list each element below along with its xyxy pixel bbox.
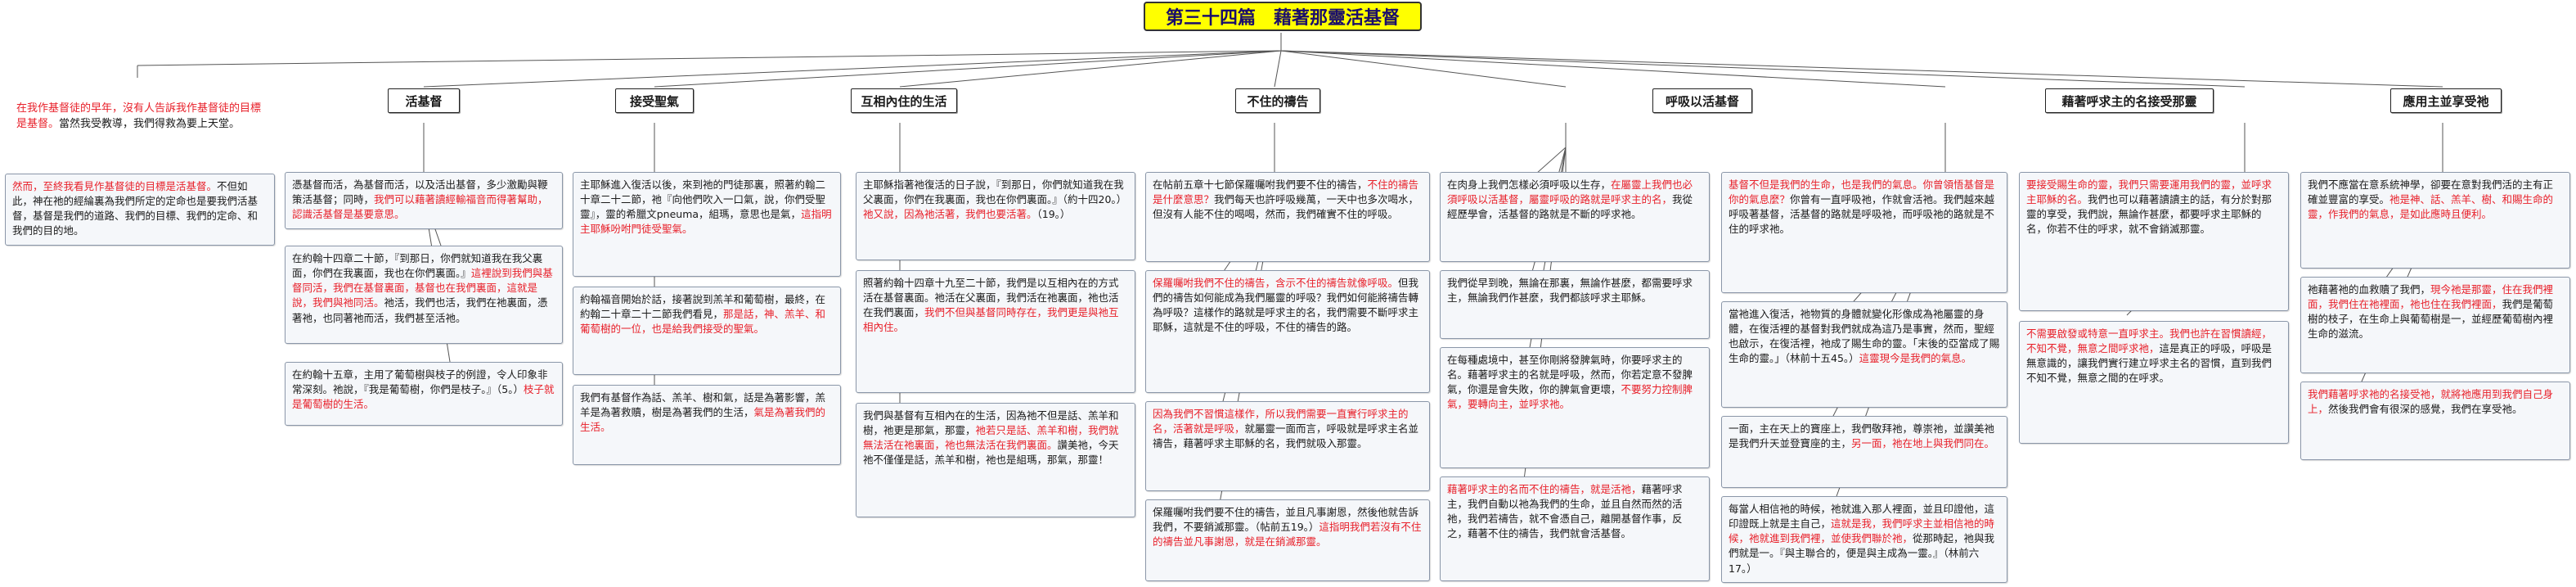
node-text: 我們不應當在意系統神學，卻要在意對我們活的主有正確並豐富的享受。 [2308, 178, 2554, 206]
node-breathe-christ-2[interactable]: 我們從早到晚，無論在那裏，無論作甚麼，都需要呼求主，無論我們作甚麼，我們都該呼求… [1440, 270, 1710, 339]
node-red-text: 這就是我，我們呼求主並相信祂的時候，祂就進到我們裡，並使我們聯於祂， [1729, 517, 1995, 545]
branch-apply-enjoy[interactable]: 應用主並享受祂 [2390, 88, 2502, 113]
node-receive-spirit-3[interactable]: 一面，主在天上的寶座上，我們敬拜祂，尊崇祂，並讚美祂是我們升天並登寶座的主，另一… [1721, 416, 2007, 488]
node-red-text: 不要努力控制脾氣，要轉向主，並呼求祂。 [1447, 383, 1693, 411]
node-live-christ-3[interactable]: 在約翰十五章，主用了葡萄樹與枝子的例證，令人印象非常深刻。祂說，『我是葡萄樹，你… [285, 362, 563, 426]
node-red-text: 因為我們不習慣這樣作，所以我們需要一直實行呼求主的名，活著就是呼吸， [1153, 408, 1409, 436]
node-text: 每當人相信祂的時候，祂就進入那人裡面，並且印證他，這印證既上就是主自己， [1729, 503, 1995, 531]
node-tail-text: 我們每天也許呼吸幾萬，一天中也多次喝水，但沒有人能不住的喝喝，然而，我們確實不住… [1153, 193, 1419, 221]
node-apply-enjoy-1[interactable]: 我們不應當在意系統神學，卻要在意對我們活的主有正確並豐富的享受。祂是神、話、羔羊… [2300, 172, 2570, 269]
node-mutual-abiding-3[interactable]: 我們與基督有互相內在的生活，因為祂不但是話、羔羊和樹，祂更是那氣，那靈，祂若只是… [856, 403, 1135, 517]
node-tail-text: 你曾有一直呼吸祂，作就會活祂。我們越來越呼吸著基督，活基督的路就是呼吸祂，而呼吸… [1729, 193, 1995, 236]
node-breathe-christ-1[interactable]: 在肉身上我們怎樣必須呼吸以生存，在屬靈上我們也必須呼吸以活基督，屬靈呼吸的路就是… [1440, 172, 1710, 262]
node-text: 當祂進入復活，祂物質的身體就變化形像成為祂屬靈的身體，在復活裡的基督對我們就成為… [1729, 308, 2000, 365]
node-red-text: 這指明我們若沒有不住的禱告並凡事謝恩，就是在銷滅那靈。 [1153, 521, 1422, 549]
node-red-text: 祂若只是話、羔羊和樹，我們就無法活在祂裏面，祂也無法活在我們裏面。 [863, 424, 1119, 452]
node-unceasing-prayer-4[interactable]: 保羅囑咐我們要不住的禱告，並且凡事謝恩，然後他就告訴我們，不要銷滅那靈。（帖前五… [1145, 499, 1430, 581]
node-red-text: 基督不但是我們的生命，也是我們的氣息。你曾領悟基督是你的氣息麼？ [1729, 178, 1995, 206]
node-spirit-practice-2[interactable]: 不需要啟發或特意一直呼求主。我們也許在習慣讀經，不知不覺，無意之間呼求祂，這是真… [2019, 321, 2289, 444]
node-red-text: 保羅囑咐我們不住的禱告，含示不住的禱告就像呼吸。 [1153, 277, 1399, 289]
branch-unceasing-prayer[interactable]: 不住的禱告 [1235, 88, 1320, 113]
node-spirit-practice-1[interactable]: 要接受賜生命的靈，我們只需要運用我們的靈，並呼求主耶穌的名。我們也可以藉著讀讀主… [2019, 172, 2289, 311]
node-red-text: 不需要啟發或特意一直呼求主。我們也許在習慣讀經，不知不覺，無意之間呼求祂， [2026, 327, 2273, 355]
node-red-text: 藉著呼求主的名而不住的禱告，就是活祂， [1447, 483, 1642, 495]
node-apply-enjoy-3[interactable]: 我們藉著呼求祂的名接受祂，就將祂應用到我們自己身上，然後我們會有很深的感覺，我們… [2300, 382, 2570, 460]
node-receive-breath-1[interactable]: 主耶穌進入復活以後，來到祂的門徒那裏，照著約翰二十章二十二節，祂『向他們吹入一口… [573, 172, 841, 277]
node-text: 一面，主在天上的寶座上，我們敬拜祂，尊崇祂，並讚美祂是我們升天並登寶座的主， [1729, 422, 1995, 450]
node-text: 照著約翰十四章十九至二十節，我們是以互相內在的方式活在基督裏面。祂活在父裏面，我… [863, 277, 1119, 319]
branch-live-christ[interactable]: 活基督 [388, 88, 460, 113]
node-receive-breath-3[interactable]: 我們有基督作為話、羔羊、樹和氣，話是為著影響，羔羊是為著救贖，樹是為著我們的生活… [573, 385, 841, 465]
node-text: 我們有基督作為話、羔羊、樹和氣，話是為著影響，羔羊是為著救贖，樹是為著我們的生活… [580, 391, 826, 419]
node-unceasing-prayer-1[interactable]: 在帖前五章十七節保羅囑咐我們要不住的禱告，不住的禱告是什麼意思？我們每天也許呼吸… [1145, 172, 1430, 262]
node-text: 保羅囑咐我們要不住的禱告，並且凡事謝恩，然後他就告訴我們，不要銷滅那靈。（帖前五… [1153, 506, 1419, 534]
node-receive-breath-2[interactable]: 約翰福音開始於話，接著說到羔羊和葡萄樹，最終，在約翰二十章二十二節我們看見，那是… [573, 287, 841, 375]
node-red-text: 要接受賜生命的靈，我們只需要運用我們的靈，並呼求主耶穌的名。 [2026, 178, 2273, 206]
node-text: 我們從早到晚，無論在那裏，無論作甚麼，都需要呼求主，無論我們作甚麼，我們都該呼求… [1447, 277, 1693, 305]
node-mutual-abiding-1[interactable]: 主耶穌指著祂復活的日子說，『到那日，你們就知道我在我父裏面，你們在我裏面，我也在… [856, 172, 1135, 260]
node-tail-text: 讚美祂，今天祂不僅僅是話，羔羊和樹，祂也是組瑪，那氣，那靈！ [863, 439, 1119, 467]
node-tail-text: 祂活，我們也活，我們在祂裏面，憑著祂，也同著祂而活，我們甚至活祂。 [292, 296, 548, 324]
node-red-text: 不住的禱告是什麼意思？ [1153, 178, 1419, 206]
node-breathe-christ-3[interactable]: 在每種處境中，甚至你剛將發脾氣時，你要呼求主的名。藉著呼求主的名就是呼吸，然而，… [1440, 347, 1710, 468]
branch-mutual-abiding[interactable]: 互相內住的生活 [851, 88, 957, 113]
node-text: 主耶穌進入復活以後，來到祂的門徒那裏，照著約翰二十章二十二節，祂『向他們吹入一口… [580, 178, 826, 221]
node-red-text: 我們不但與基督同時存在，我們更是與祂互相內住。 [863, 306, 1119, 334]
node-tail-text: （19。） [1036, 208, 1071, 221]
node-red-text: 這靈現今是我們的氣息。 [1859, 352, 1972, 365]
node-tail-text: 然後我們會有很深的感覺，我們在享受祂。 [2328, 403, 2523, 416]
node-tail-text: 就屬靈一面而言，呼吸就是呼求主名並禱告，藉著呼求主耶穌的名，我們就吸入那靈。 [1153, 422, 1419, 450]
node-live-christ-1[interactable]: 憑基督而活，為基督而活，以及活出基督，多少激勵與鞭策活基督；同時，我們可以藉著讀… [285, 172, 563, 229]
node-mutual-abiding-2[interactable]: 照著約翰十四章十九至二十節，我們是以互相內在的方式活在基督裏面。祂活在父裏面，我… [856, 270, 1135, 393]
node-text: 祂藉著祂的血救贖了我們， [2308, 283, 2431, 296]
node-unceasing-prayer-3[interactable]: 因為我們不習慣這樣作，所以我們需要一直實行呼求主的名，活著就是呼吸，就屬靈一面而… [1145, 401, 1430, 491]
node-text: 在肉身上我們怎樣必須呼吸以生存， [1447, 178, 1612, 191]
node-red-text: 現今祂是那靈，住在我們裡面，我們住在祂裡面，祂也住在我們裡面， [2308, 283, 2554, 311]
node-text: 約翰福音開始於話，接著說到羔羊和葡萄樹，最終，在約翰二十章二十二節我們看見， [580, 293, 826, 321]
node-tail-text: 我們是葡萄樹的枝子，在生命上與葡萄樹是一，並經歷葡萄樹內裡生命的滋流。 [2308, 298, 2554, 341]
node-receive-spirit-2[interactable]: 當祂進入復活，祂物質的身體就變化形像成為祂屬靈的身體，在復活裡的基督對我們就成為… [1721, 301, 2007, 408]
node-text: 在每種處境中，甚至你剛將發脾氣時，你要呼求主的名。藉著呼求主的名就是呼吸，然而，… [1447, 354, 1693, 396]
intro-text: 當然我受教導，我們得救為要上天堂。 [59, 117, 241, 130]
node-tail-text: 但我們的禱告如何能成為我們屬靈的呼吸？我們如何能將禱告轉為呼吸？這樣作的路就是呼… [1153, 277, 1419, 334]
node-breathe-christ-4[interactable]: 藉著呼求主的名而不住的禱告，就是活祂，藉著呼求主，我們自動以祂為我們的生命，並且… [1440, 476, 1710, 581]
node-receive-spirit-1[interactable]: 基督不但是我們的生命，也是我們的氣息。你曾領悟基督是你的氣息麼？你曾有一直呼吸祂… [1721, 172, 2007, 293]
node-tail-text: 從那時起，祂與我們就是一。『與主聯合的，便是與主成為一靈。』（林前六17。） [1729, 532, 1995, 575]
central-topic[interactable]: 第三十四篇 藉著那靈活基督 [1144, 2, 1422, 31]
node-red-text: 這裡說到我們與基督同活，我們在基督裏面，基督也在我們裏面，這就是說，我們與祂同活… [292, 267, 553, 309]
intro-note[interactable]: 在我作基督徒的早年，沒有人告訴我作基督徒的目標是基督。當然我受教導，我們得救為要… [10, 97, 272, 147]
node-tail-text: 我們也可以藉著讀讀主的話，有分於對那靈的享受，我們說，無論作甚麼，都要呼求主耶穌… [2026, 193, 2273, 236]
node-red-text: 我們藉著呼求祂的名接受祂，就將祂應用到我們自己身上， [2308, 388, 2554, 416]
node-red-text: 我們可以藉著讀經輸福音而得著幫助，認識活基督是基要意思。 [292, 193, 548, 221]
branch-receive-breath[interactable]: 接受聖氣 [615, 88, 694, 113]
node-text: 我們與基督有互相內在的生活，因為祂不但是話、羔羊和樹，祂更是那氣，那靈， [863, 409, 1119, 437]
node-live-christ-2[interactable]: 在約翰十四章二十節，『到那日，你們就知道我在我父裏面，你們在我裏面，我也在你們裏… [285, 246, 563, 344]
node-receive-spirit-4[interactable]: 每當人相信祂的時候，祂就進入那人裡面，並且印證他，這印證既上就是主自己，這就是我… [1721, 496, 2007, 583]
node-apply-enjoy-2[interactable]: 祂藉著祂的血救贖了我們，現今祂是那靈，住在我們裡面，我們住在祂裡面，祂也住在我們… [2300, 277, 2570, 373]
node-red-text: 另一面，祂在地上與我們同在。 [1851, 437, 1995, 450]
node-tail-text: 藉著呼求主，我們自動以祂為我們的生命，並且自然而然的活祂，我們若禱告，就不會憑自… [1447, 483, 1683, 540]
node-red-text: 祂是神、話、羔羊、樹、和賜生命的靈，作我們的氣息，是如此應時且便利。 [2308, 193, 2554, 221]
node-red-text: 那是話，神、羔羊、和葡萄樹的一位，也是給我們接受的聖氣。 [580, 308, 826, 336]
node-text: 憑基督而活，為基督而活，以及活出基督，多少激勵與鞭策活基督；同時， [292, 178, 548, 206]
node-red-text: 在屬靈上我們也必須呼吸以活基督，屬靈呼吸的路就是呼求主的名， [1447, 178, 1693, 206]
left-note-text: 不但如此，神在祂的經綸裏為我們所定的定命也是要我們活基督，基督是我們的道路、我們… [12, 180, 258, 237]
node-text: 在約翰十四章二十節，『到那日，你們就知道我在我父裏面，你們在我裏面，我也在你們裏… [292, 252, 543, 280]
left-note-red: 然而，至終我看見作基督徒的目標是活基督。 [12, 180, 218, 192]
intro-red-text: 在我作基督徒的早年，沒有人告訴我作基督徒的目標是基督。 [16, 102, 262, 130]
node-red-text: 這指明主耶穌吩咐門徒受聖氣。 [580, 208, 832, 236]
branch-receive-spirit[interactable]: 藉著呼求主的名接受那靈 [2045, 88, 2214, 113]
node-tail-text: 這是真正的呼吸，呼吸是無意識的，讓我們實行建立呼求主名的習慣，直到我們不知不覺，… [2026, 342, 2273, 385]
branch-breathe-christ[interactable]: 呼吸以活基督 [1652, 88, 1752, 113]
node-red-text: 氣是為著我們的生活。 [580, 406, 826, 434]
node-text: 在約翰十五章，主用了葡萄樹與枝子的例證，令人印象非常深刻。祂說，『我是葡萄樹，你… [292, 368, 548, 396]
node-text: 主耶穌指著祂復活的日子說，『到那日，你們就知道我在我父裏面，你們在我裏面，我也在… [863, 178, 1127, 206]
node-red-text: 祂又說，因為祂活著，我們也要活著。 [863, 208, 1037, 221]
left-note[interactable]: 然而，至終我看見作基督徒的目標是活基督。不但如此，神在祂的經綸裏為我們所定的定命… [5, 174, 275, 246]
node-tail-text: 我從經歷學會，活基督的路就是不斷的呼求祂。 [1447, 193, 1693, 221]
node-red-text: 枝子就是葡萄樹的生活。 [292, 383, 555, 411]
node-unceasing-prayer-2[interactable]: 保羅囑咐我們不住的禱告，含示不住的禱告就像呼吸。但我們的禱告如何能成為我們屬靈的… [1145, 270, 1430, 393]
node-text: 在帖前五章十七節保羅囑咐我們要不住的禱告， [1153, 178, 1368, 191]
